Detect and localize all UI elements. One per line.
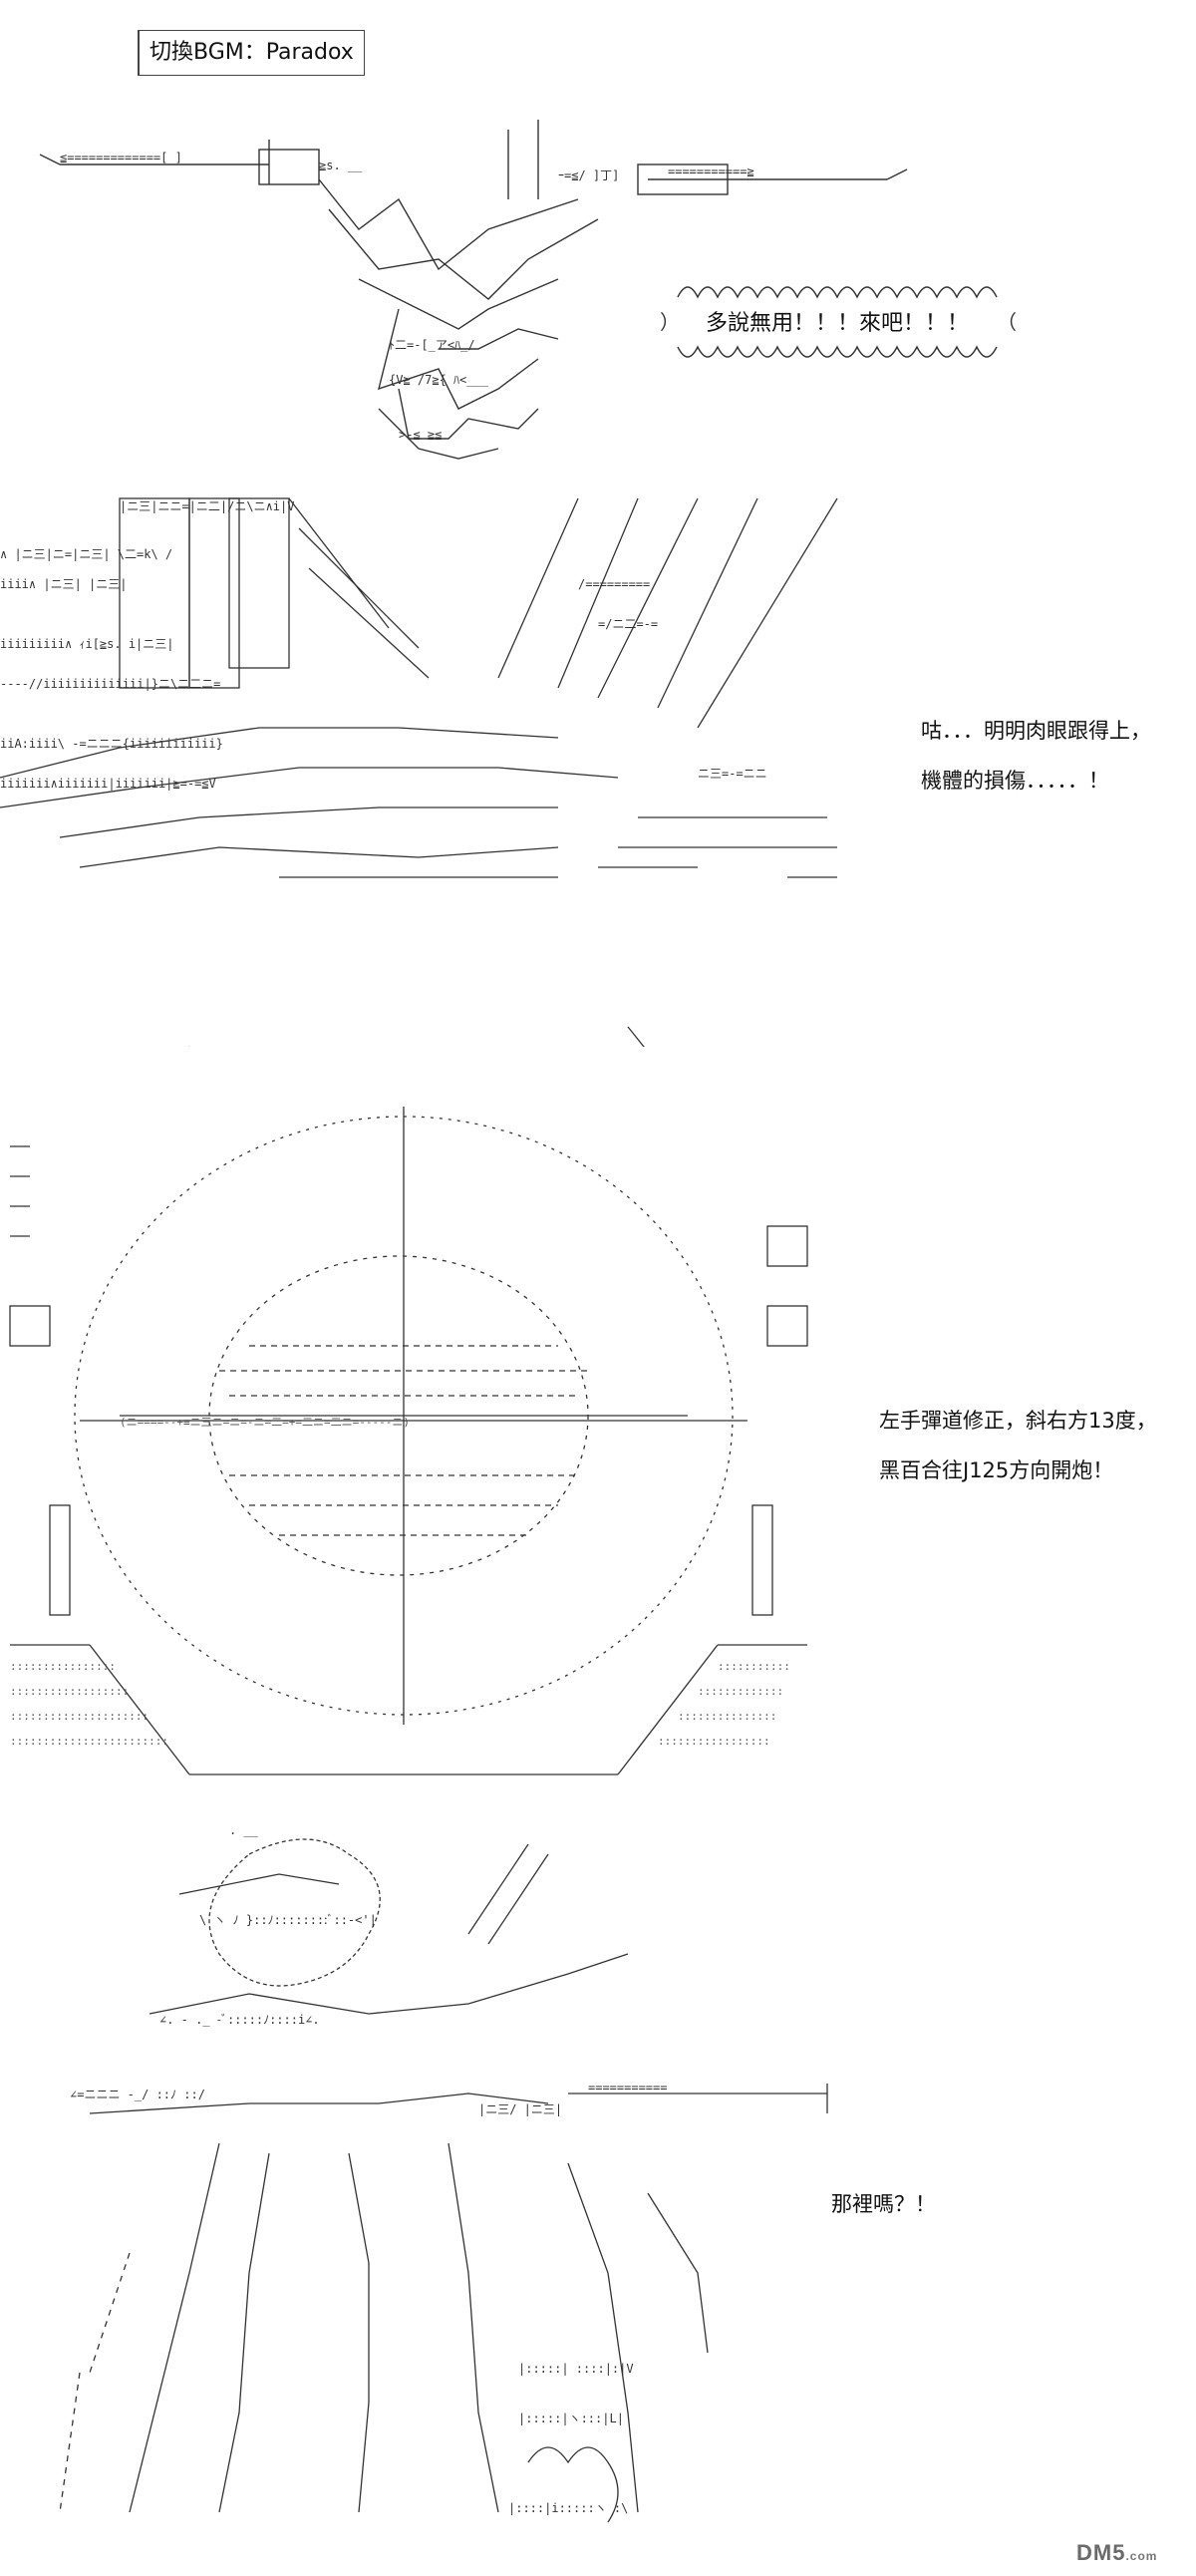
svg-text:iiiiiii∧iiiiiii|iiiiiii|≧=-=≦V: iiiiiii∧iiiiiii|iiiiiii|≧=-=≦V [0,777,216,791]
bgm-label: 切換BGM：Paradox [138,30,365,76]
svg-text::::::::::::::::: ::::::::::::::: [678,1710,776,1723]
svg-text:(ニ====--+≡ニ三ニ=ニ=-ニ=二=+=二ニ=二ニ=-: (ニ====--+≡ニ三ニ=ニ=-ニ=二=+=二ニ=二ニ=-----ニ) [120,1416,410,1429]
svg-text:∧ |ニ三|ニ=|ニ三| \二=k\: ∧ |ニ三|ニ=|ニ三| \二=k\ / [0,547,172,561]
svg-text:/=========: /========= [578,577,650,591]
panel4-caption: 那裡嗎？！ [831,2192,936,2216]
svg-text:. __: . __ [229,1823,259,1837]
svg-text:::::::::::::::::::: :::::::::::::::::: [10,1685,129,1698]
svg-text:∠. - ._ -ﾞ:::::ﾉ::::i∠.: ∠. - ._ -ﾞ:::::ﾉ::::i∠. [159,2013,320,2027]
panel2-caption-line2: 機體的損傷．．．．．！ [921,769,1109,793]
svg-text:ニ三=-=ニニ: ニ三=-=ニニ [698,767,767,781]
svg-text:ｰ=≦/ ]丁]: ｰ=≦/ ]丁] [558,168,619,182]
panel2-caption-line1: 咕．．．明明肉眼跟得上， [921,719,1151,743]
svg-text:===========≧: ===========≧ [668,164,754,178]
svg-text:::::::::::::::::::::::::: :::::::::::::::::::::::: [10,1735,168,1748]
panel3-caption-line1: 左手彈道修正，斜右方13度， [879,1409,1157,1433]
svg-text:∠=ニニニ -_/ ::ﾉ ::/: ∠=ニニニ -_/ ::ﾉ ::/ [70,2088,205,2101]
svg-text:|::::|i:::::ヽ :\: |::::|i:::::ヽ :\ [508,2501,628,2515]
svg-text:>-≦ ≧≦: >-≦ ≧≦ [399,428,442,442]
svg-text::::::::::::::::::: ::::::::::::::::: [658,1735,770,1748]
ascii-art-mecha: ≦=============[ ] ===========≧ ≧s. __ ｰ=… [39,120,908,460]
svg-text:≧s. __: ≧s. __ [319,159,363,172]
svg-text:::::::::::::::::: :::::::::::::::: [10,1660,116,1673]
svg-text::::::::::::::: ::::::::::::: [698,1685,783,1698]
speech-burst-icon: ） （ [660,286,1017,358]
watermark-text: DM5 [1076,2540,1126,2565]
svg-text:|:::::|ヽ:::|L|: |:::::|ヽ:::|L| [518,2412,624,2425]
watermark-suffix: .com [1125,2549,1158,2563]
svg-text:ﾄ二=-[_ア<ﾊ_/: ﾄ二=-[_ア<ﾊ_/ [389,338,475,352]
site-watermark: DM5.com [1076,2540,1157,2566]
svg-text:\ ヽ ﾉ }::ﾉ::::::::ﾞ::-<'|: \ ヽ ﾉ }::ﾉ::::::::ﾞ::-<'| [199,1913,377,1927]
panel3-caption-line2: 黑百合往J125方向開炮！ [879,1458,1114,1482]
ascii-art-pilot: . __ \ ヽ ﾉ }::ﾉ::::::::ﾞ::-<'| ∠. - ._ -… [59,1823,828,2523]
crosshair-scope: :::::::::::::::: :::::::::::::::::: ::::… [9,1107,808,1775]
svg-text:|ニ三|ニニ=|ニ二|/ニ\ニ∧i|V: |ニ三|ニニ=|ニ二|/ニ\ニ∧i|V [120,499,294,513]
svg-text:iiiiiiiii∧ ｨi[≧s. i|ニ三|: iiiiiiiii∧ ｨi[≧s. i|ニ三| [0,637,174,651]
svg-text:----//iiiiiiiiiiiiii|}ニ\ニ二ニ=: ----//iiiiiiiiiiiiii|}ニ\ニ二ニ= [0,677,220,691]
svg-text:{V≧ /7≧{ ﾊ<___: {V≧ /7≧{ ﾊ<___ [389,373,489,387]
svg-text:=/ニ二=-=: =/ニ二=-= [598,617,658,631]
ascii-art-battle: |ニ三|ニニ=|ニ二|/ニ\ニ∧i|V ∧ |ニ三|ニ=|ニ三| \二=k\ /… [0,497,838,1047]
svg-text:|:::::| ::::|:|V: |:::::| ::::|:|V [518,2362,634,2376]
svg-text:（: （ [997,310,1017,334]
speech-burst: ） （ 多說無用！！！來吧！！！ [658,277,1017,367]
svg-text:）: ） [660,310,680,334]
svg-text:iiii∧ |ニ三| |ニ三|: iiii∧ |ニ三| |ニ三| [0,577,127,591]
svg-text::::::::::::: ::::::::::: [718,1660,790,1673]
svg-text:≦=============[ ]: ≦=============[ ] [60,151,182,164]
svg-text:iiA:iiii\ -=ニニニ{iiiiiiiiiiii}: iiA:iiii\ -=ニニニ{iiiiiiiiiiii} [0,737,223,751]
svg-text:===========: =========== [588,2081,667,2094]
svg-text::::::::::::::::::::::: ::::::::::::::::::::: [10,1710,149,1723]
speech-text: 多說無用！！！來吧！！！ [705,311,969,336]
svg-text:|ニ三/ |ニ三|: |ニ三/ |ニ三| [478,2102,562,2116]
